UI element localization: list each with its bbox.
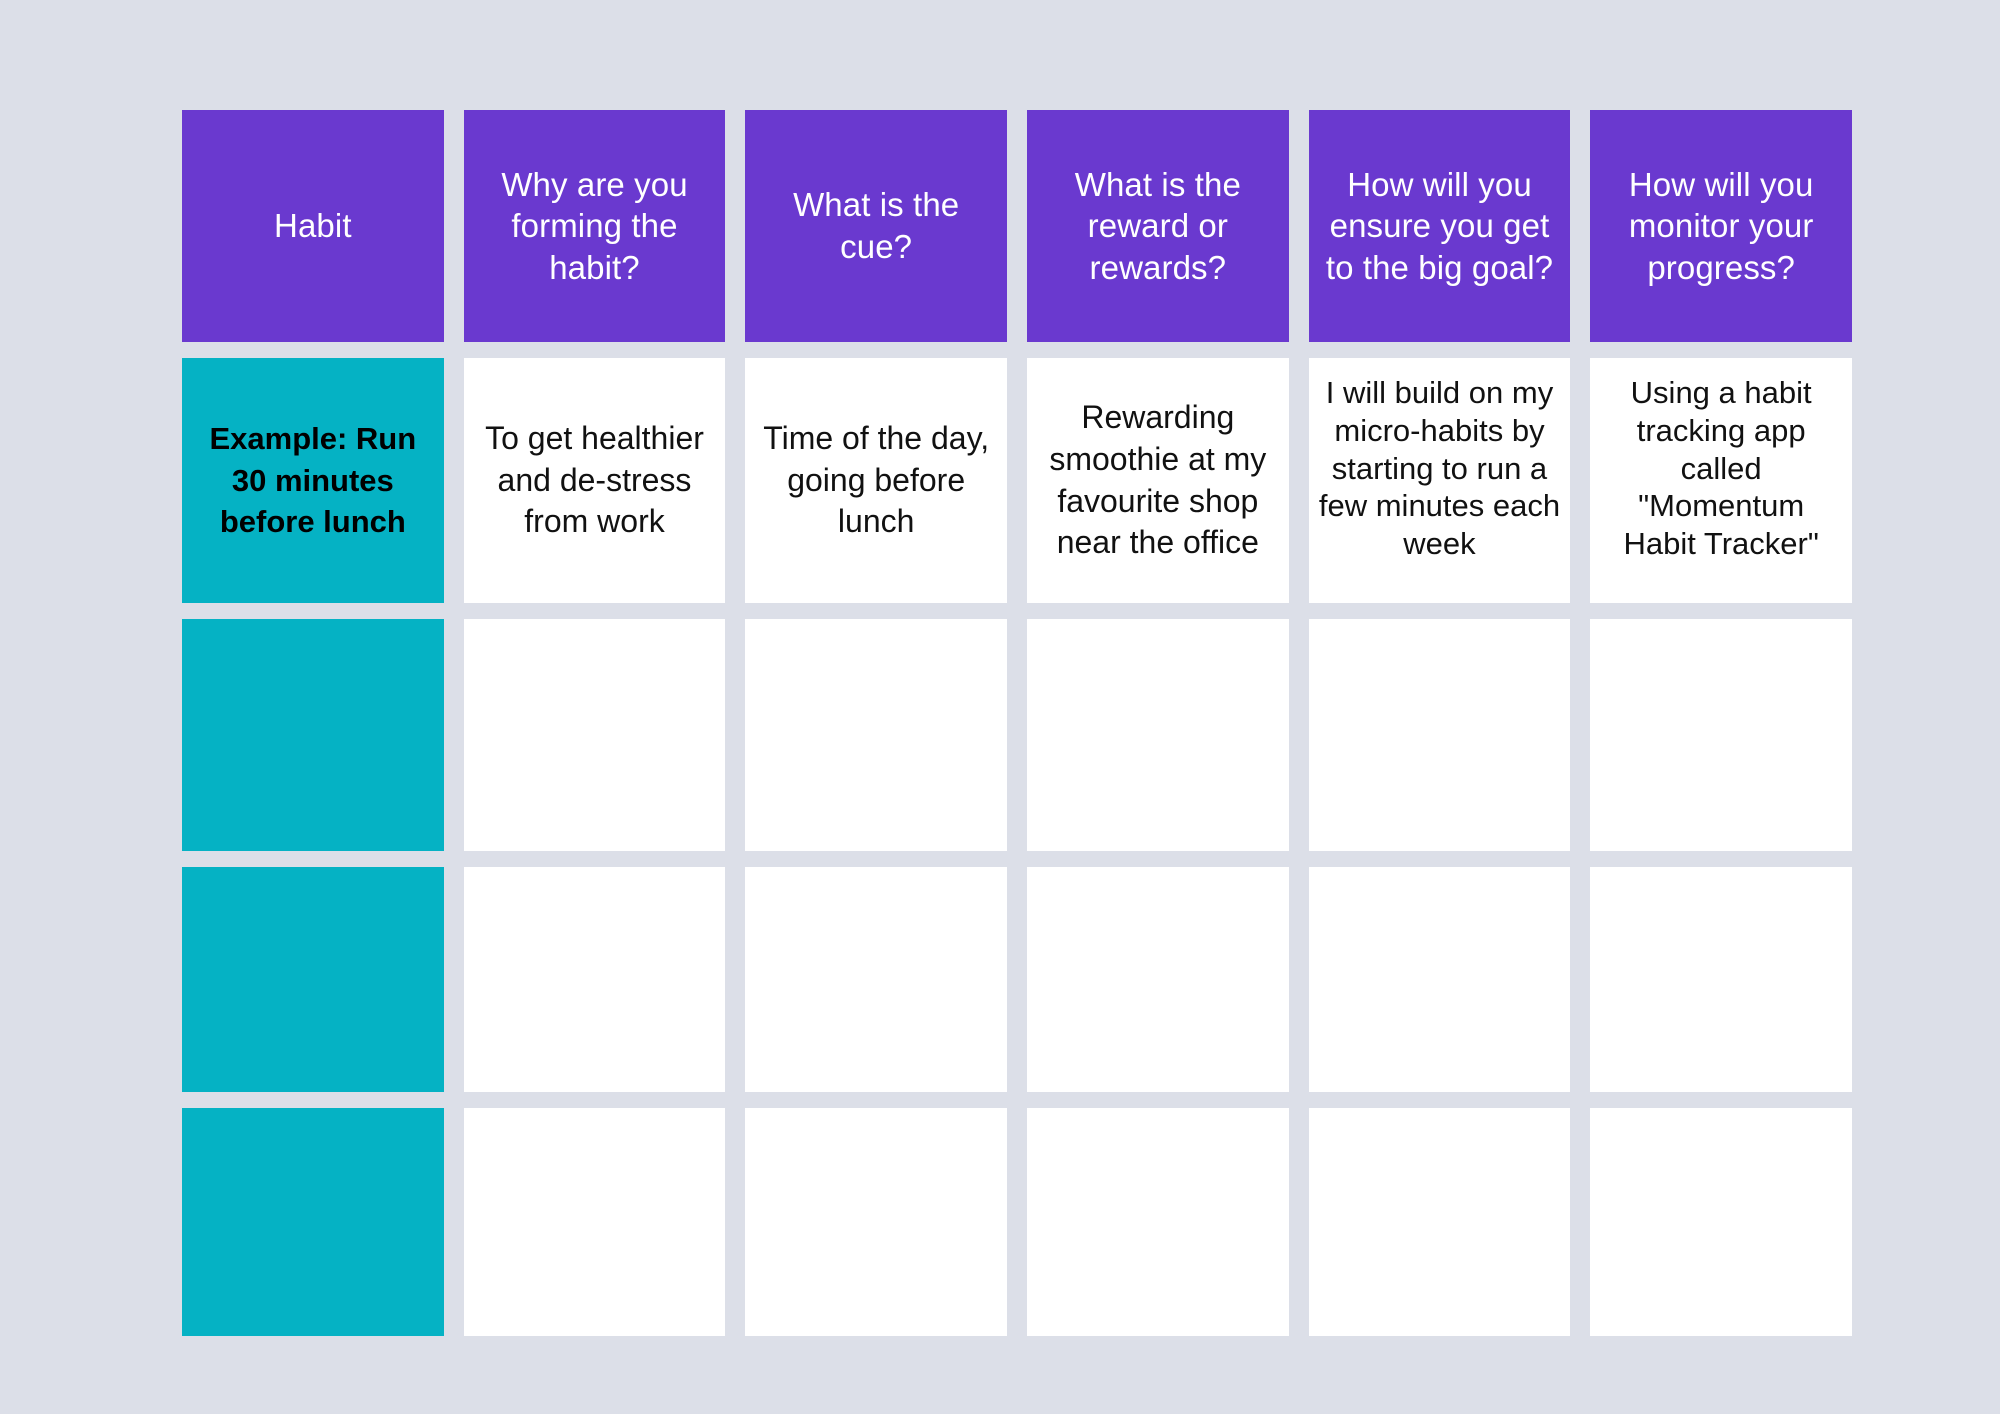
cell-habit[interactable]	[182, 1108, 444, 1336]
cell-text: Using a habit tracking app called "Momen…	[1623, 375, 1819, 562]
column-header-reward: What is the reward or rewards?	[1026, 110, 1289, 342]
cell-monitor-progress[interactable]	[1590, 1108, 1852, 1336]
cell-monitor-progress[interactable]	[1590, 619, 1852, 851]
column-header-why-forming: Why are you forming the habit?	[463, 110, 726, 342]
cell-text: I will build on my micro-habits by start…	[1318, 375, 1561, 562]
cell-monitor-progress[interactable]: Using a habit tracking app called "Momen…	[1590, 358, 1852, 603]
column-header-label: What is the cue?	[793, 186, 960, 265]
column-header-habit: Habit	[182, 110, 444, 342]
cell-cue[interactable]	[745, 867, 1007, 1092]
cell-text: Example: Run 30 minutes before lunch	[209, 420, 417, 540]
habit-planner-table: Habit Why are you forming the habit? Wha…	[182, 110, 1852, 1336]
column-header-label: How will you monitor your progress?	[1628, 165, 1814, 286]
cell-reward[interactable]	[1026, 1108, 1289, 1336]
column-header-monitor-progress: How will you monitor your progress?	[1590, 110, 1852, 342]
cell-text: Time of the day, going before lunch	[763, 420, 990, 540]
cell-reward[interactable]	[1026, 867, 1289, 1092]
cell-text: To get healthier and de-stress from work	[485, 420, 704, 540]
column-header-big-goal: How will you ensure you get to the big g…	[1308, 110, 1571, 342]
cell-big-goal[interactable]	[1308, 619, 1571, 851]
column-header-label: Habit	[274, 207, 352, 245]
column-header-cue: What is the cue?	[745, 110, 1007, 342]
cell-habit[interactable]	[182, 619, 444, 851]
cell-text: Rewarding smoothie at my favourite shop …	[1049, 399, 1267, 561]
cell-why-forming[interactable]	[463, 867, 726, 1092]
cell-cue[interactable]	[745, 619, 1007, 851]
cell-reward[interactable]: Rewarding smoothie at my favourite shop …	[1026, 358, 1289, 603]
cell-habit[interactable]	[182, 867, 444, 1092]
cell-big-goal[interactable]	[1308, 1108, 1571, 1336]
column-header-label: How will you ensure you get to the big g…	[1325, 165, 1554, 286]
cell-reward[interactable]	[1026, 619, 1289, 851]
cell-why-forming[interactable]	[463, 1108, 726, 1336]
column-header-label: What is the reward or rewards?	[1074, 165, 1241, 286]
column-header-label: Why are you forming the habit?	[501, 165, 688, 286]
cell-why-forming[interactable]: To get healthier and de-stress from work	[463, 358, 726, 603]
cell-big-goal[interactable]	[1308, 867, 1571, 1092]
cell-monitor-progress[interactable]	[1590, 867, 1852, 1092]
cell-big-goal[interactable]: I will build on my micro-habits by start…	[1308, 358, 1571, 603]
cell-cue[interactable]: Time of the day, going before lunch	[745, 358, 1007, 603]
cell-why-forming[interactable]	[463, 619, 726, 851]
cell-cue[interactable]	[745, 1108, 1007, 1336]
cell-habit[interactable]: Example: Run 30 minutes before lunch	[182, 358, 444, 603]
